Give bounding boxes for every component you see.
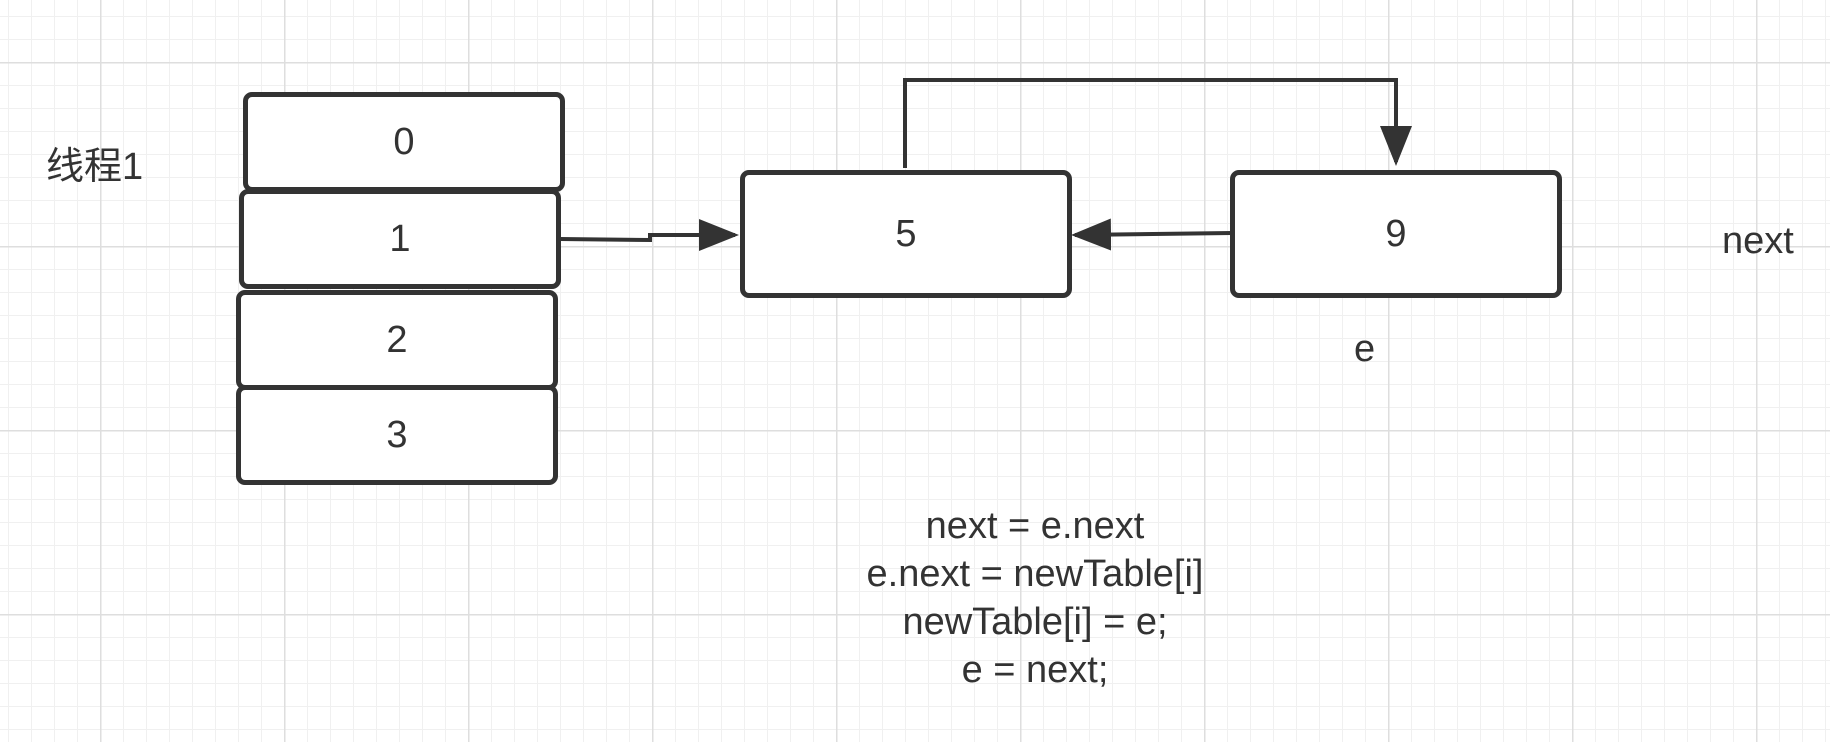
node-9: 9: [1230, 170, 1562, 298]
code-line-2: e.next = newTable[i]: [866, 553, 1204, 595]
code-line-1: next = e.next: [925, 505, 1145, 547]
pointer-label-e: e: [1354, 328, 1376, 370]
table-cell-3: 3: [236, 385, 558, 485]
code-line-4: e = next;: [961, 649, 1109, 691]
pointer-label-next: next: [1722, 220, 1794, 262]
arrow-node9-to-node5: [1071, 218, 1233, 251]
code-line-3: newTable[i] = e;: [902, 601, 1168, 643]
table-cell-0: 0: [243, 92, 565, 192]
arrow-node5-to-node9: [903, 78, 1412, 168]
code-snippet: next = e.next e.next = newTable[i] newTa…: [760, 502, 1310, 694]
node-5: 5: [740, 170, 1072, 298]
arrow-bucket1-to-node5: [559, 219, 739, 251]
thread-label: 线程1: [46, 146, 144, 188]
table-cell-1: 1: [239, 189, 561, 289]
table-cell-2: 2: [236, 290, 558, 390]
